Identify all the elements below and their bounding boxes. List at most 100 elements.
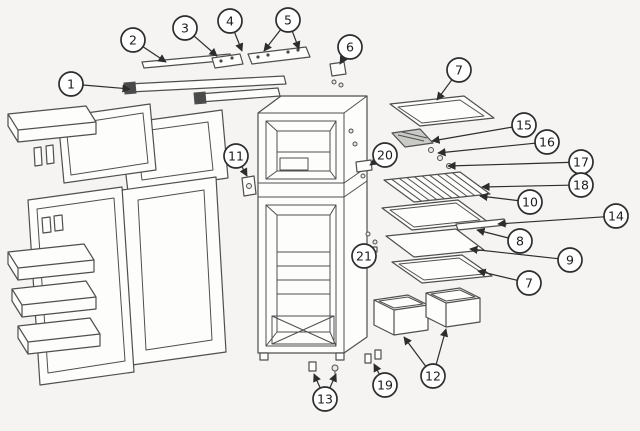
- support-screw: [372, 239, 378, 245]
- callout-leader-line: [373, 363, 382, 375]
- middle-hinge-hole: [246, 183, 252, 189]
- hinge-plate: [211, 53, 244, 69]
- callout-number: 1: [67, 77, 75, 92]
- hinge-screw: [266, 53, 270, 57]
- crisper-inside: [271, 315, 335, 345]
- callout-1: 1: [58, 71, 131, 97]
- door-bin: [11, 280, 97, 318]
- callout-leader-line: [339, 55, 348, 65]
- callout-circle: [507, 228, 533, 254]
- callout-leader-line: [431, 126, 513, 144]
- callout-number: 15: [516, 118, 532, 133]
- callout-circle: [420, 363, 446, 389]
- callout-12: 12: [403, 328, 449, 389]
- door-bin: [7, 243, 95, 281]
- hardware-parts: [241, 159, 382, 376]
- door-bin-clips: [41, 214, 64, 234]
- callout-number: 18: [573, 178, 589, 193]
- callout-leader-line: [476, 227, 509, 239]
- fridge-door-liner-inset: [137, 189, 213, 351]
- callout-number: 19: [377, 378, 393, 393]
- callout-leader-line: [369, 157, 379, 166]
- control-box-lines: [397, 131, 428, 142]
- callout-number: 2: [129, 33, 137, 48]
- callout-number: 13: [317, 392, 333, 407]
- callout-leader-line: [436, 79, 453, 101]
- callout-circle: [120, 27, 146, 53]
- leveling-foot-screw: [331, 364, 339, 372]
- callout-6: 6: [337, 34, 363, 65]
- wire-shelf-wires: [391, 172, 483, 202]
- callout-4: 4: [217, 8, 244, 52]
- callout-14: 14: [497, 203, 629, 229]
- callout-20: 20: [369, 142, 398, 168]
- callout-circle: [372, 372, 398, 398]
- callout-number: 20: [377, 148, 393, 163]
- callout-leader-line: [142, 46, 167, 63]
- callout-leader-line: [233, 31, 244, 52]
- callout-number: 6: [346, 40, 354, 55]
- callout-leader-line: [82, 84, 131, 93]
- callout-circle: [568, 172, 594, 198]
- door-bins: [7, 105, 101, 355]
- callout-circle: [603, 203, 629, 229]
- fridge-door-inset: [36, 197, 126, 374]
- top-parts: [123, 46, 347, 105]
- callout-number: 7: [455, 63, 463, 78]
- callout-number: 10: [522, 195, 538, 210]
- callout-circle: [58, 71, 84, 97]
- bracket-screw: [331, 79, 337, 85]
- hinge-bracket: [329, 61, 347, 77]
- callout-number: 11: [228, 149, 244, 164]
- door-bin-clips: [33, 144, 55, 167]
- cabinet-feet: [259, 352, 345, 361]
- hinge-screw: [286, 50, 290, 54]
- top-trim-bar-2-endcap: [193, 91, 207, 105]
- freezer-door-inset: [65, 112, 149, 176]
- cabinet-body: [257, 95, 368, 354]
- glass-shelf-inset: [389, 202, 481, 228]
- callout-circle: [446, 57, 472, 83]
- callout-2: 2: [120, 27, 167, 63]
- callout-number: 21: [356, 249, 372, 264]
- top-shelf-inset: [397, 99, 485, 124]
- top-hinge-plate: [247, 46, 311, 65]
- door-bin: [7, 105, 97, 143]
- callout-leader-line: [481, 182, 570, 192]
- top-trim-bar-endcap: [123, 81, 137, 95]
- callout-13: 13: [312, 373, 338, 412]
- shelf-screw: [437, 155, 443, 161]
- callout-leader-line: [403, 336, 427, 367]
- callout-circle: [372, 142, 398, 168]
- callout-circle: [275, 7, 301, 33]
- callout-leader-line: [469, 245, 559, 260]
- callout-leader-line: [447, 161, 570, 170]
- callout-circle: [351, 243, 377, 269]
- callout-circle: [534, 129, 560, 155]
- hinge-screw: [219, 59, 223, 63]
- callout-5: 5: [263, 7, 301, 52]
- callout-19: 19: [372, 363, 398, 398]
- callout-9: 9: [469, 245, 583, 273]
- callout-number: 5: [284, 13, 292, 28]
- callout-number: 16: [539, 135, 555, 150]
- hinge-screw: [256, 55, 260, 59]
- callout-circle: [337, 34, 363, 60]
- callout-circle: [557, 247, 583, 273]
- hinge-screw: [230, 56, 234, 60]
- callout-leader-line: [477, 268, 518, 281]
- shelf-screw: [428, 147, 434, 153]
- callout-leader-line: [497, 216, 605, 228]
- callout-circle: [217, 8, 243, 34]
- callout-leader-line: [435, 328, 449, 365]
- fridge-door-liner: [121, 176, 227, 366]
- callout-number: 8: [516, 234, 524, 249]
- cabinet-screw: [352, 141, 358, 147]
- shelf-trim-bar: [455, 218, 507, 231]
- callout-number: 3: [181, 21, 189, 36]
- freezer-interior: [265, 120, 337, 180]
- callout-leader-line: [479, 192, 519, 202]
